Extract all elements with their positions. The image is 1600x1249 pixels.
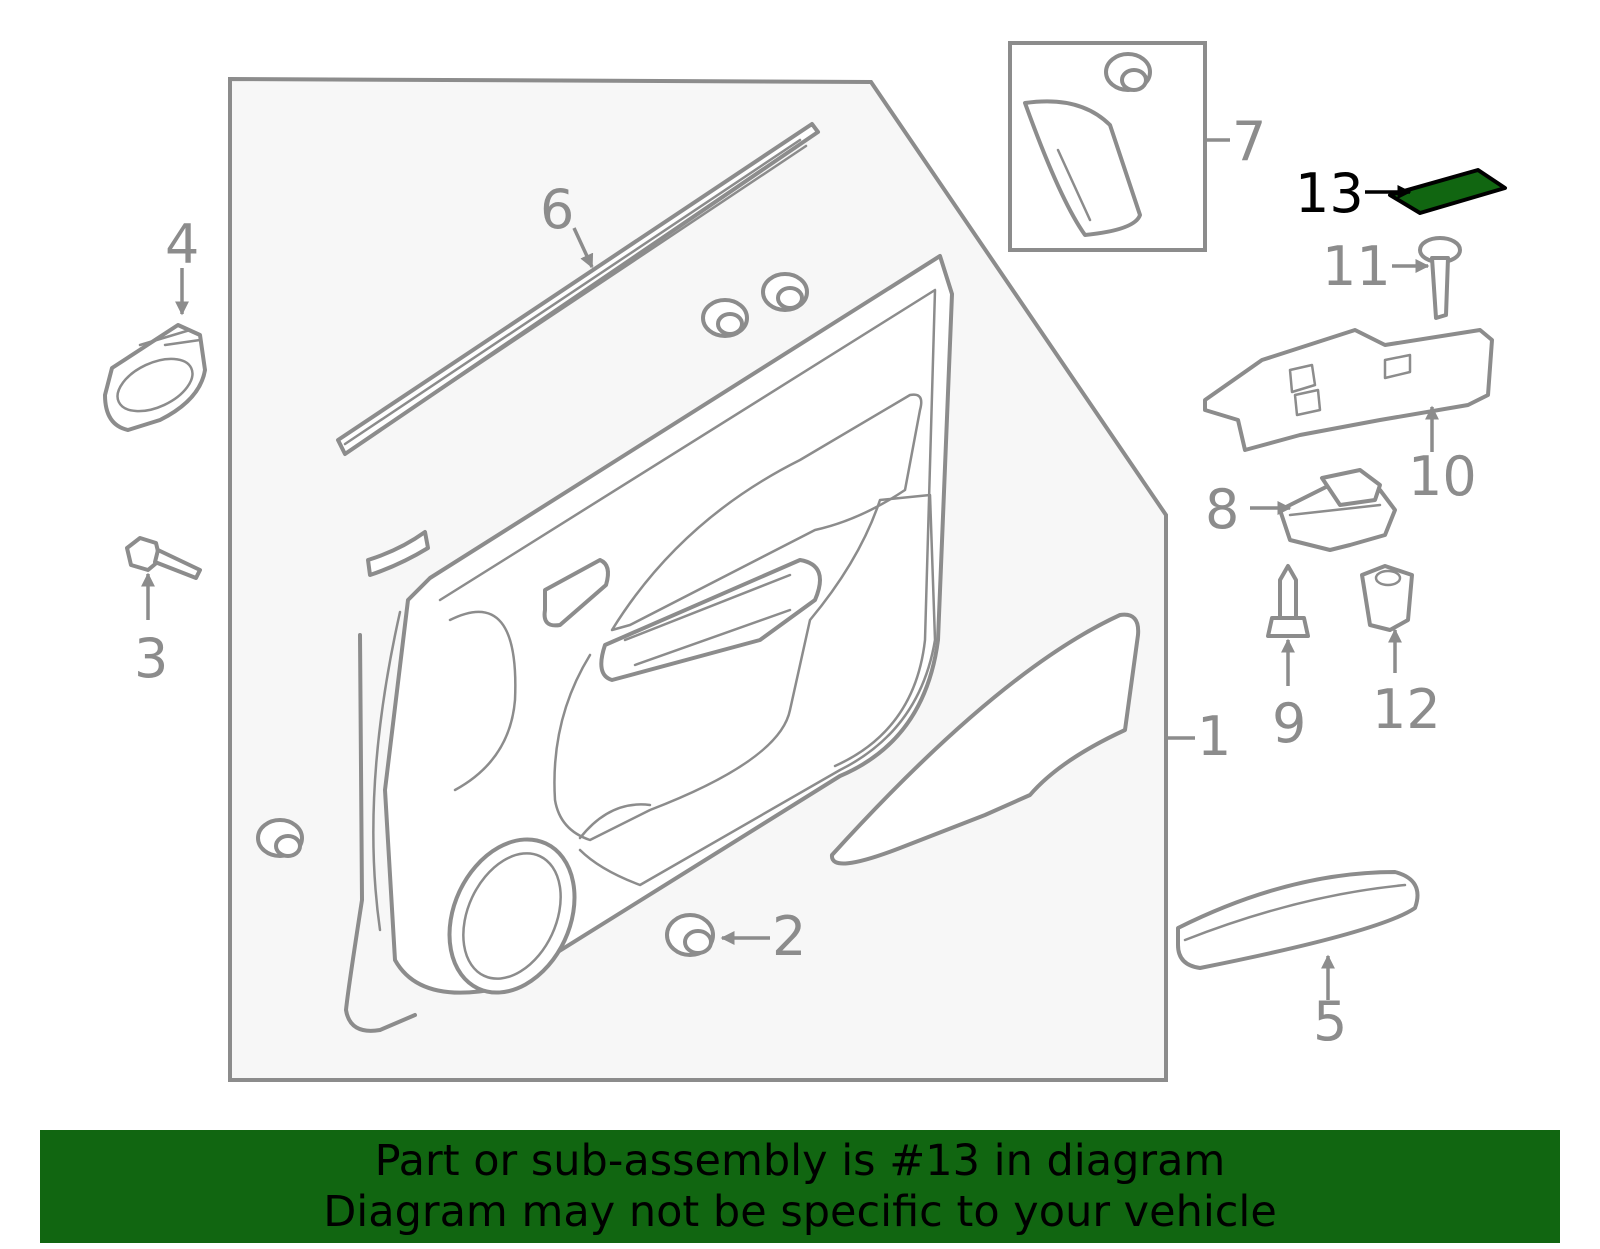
callout-11: 11 bbox=[1322, 235, 1391, 298]
banner-line-2: Diagram may not be specific to your vehi… bbox=[323, 1186, 1277, 1237]
part-10-switch-bezel[interactable] bbox=[1203, 328, 1494, 452]
callout-1: 1 bbox=[1197, 705, 1231, 768]
callout-8: 8 bbox=[1205, 478, 1239, 541]
part-8-window-switch[interactable] bbox=[1278, 468, 1397, 552]
part-1-trim-insert[interactable] bbox=[830, 612, 1141, 866]
part-5-armrest-pad[interactable] bbox=[1176, 870, 1420, 970]
callout-10: 10 bbox=[1408, 445, 1477, 508]
part-12-cap[interactable] bbox=[1360, 564, 1414, 632]
callout-4: 4 bbox=[165, 213, 199, 276]
part-1-door-trim-panel[interactable] bbox=[372, 254, 954, 1013]
part-2-clip[interactable] bbox=[665, 913, 715, 957]
part-11-screw[interactable] bbox=[1418, 236, 1462, 320]
part-4-inside-handle[interactable] bbox=[103, 323, 207, 432]
callout-13-highlighted: 13 bbox=[1295, 162, 1364, 225]
leader-lines bbox=[141, 138, 1439, 1000]
part-13-pad-highlighted[interactable] bbox=[1388, 168, 1507, 215]
callout-9: 9 bbox=[1272, 692, 1306, 755]
part-6-belt-molding[interactable] bbox=[336, 122, 820, 456]
banner-line-1: Part or sub-assembly is #13 in diagram bbox=[374, 1135, 1226, 1186]
part-9-bolt[interactable] bbox=[1266, 564, 1310, 638]
part-3-bolt[interactable] bbox=[125, 536, 202, 580]
callout-6: 6 bbox=[540, 178, 574, 241]
info-banner: Part or sub-assembly is #13 in diagram D… bbox=[40, 1130, 1560, 1243]
callout-5: 5 bbox=[1313, 990, 1347, 1053]
callout-3: 3 bbox=[134, 627, 168, 690]
panel-clip-icon bbox=[256, 272, 809, 858]
part-7-garnish[interactable] bbox=[1023, 52, 1152, 237]
callout-12: 12 bbox=[1372, 678, 1441, 741]
door-weatherstrip bbox=[344, 633, 417, 1033]
callout-2: 2 bbox=[772, 905, 806, 968]
door-weatherstrip-top bbox=[366, 530, 430, 577]
callout-7: 7 bbox=[1232, 110, 1266, 173]
